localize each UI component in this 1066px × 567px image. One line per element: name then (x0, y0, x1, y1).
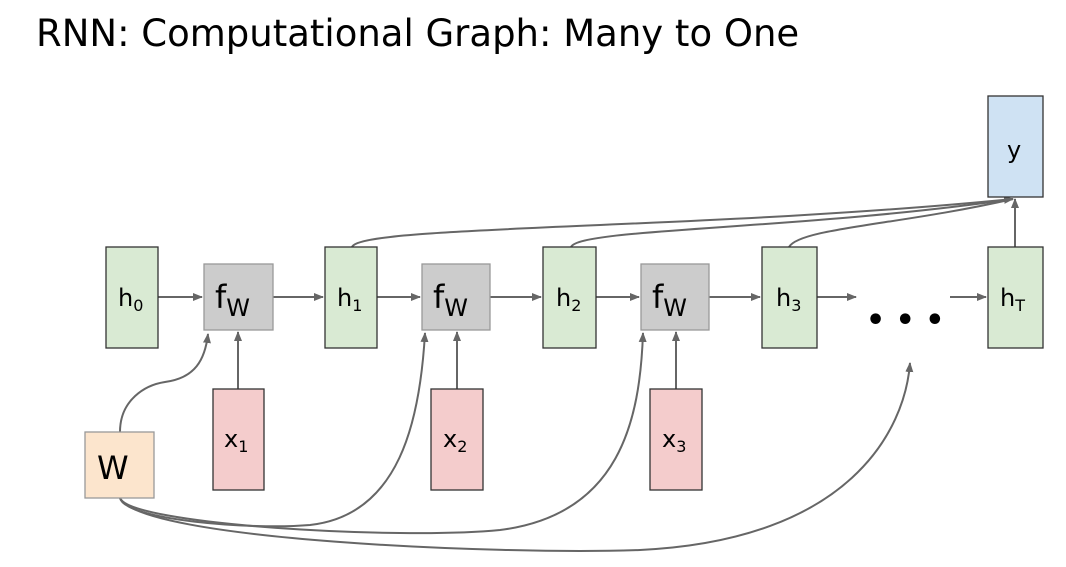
node-hT (987, 246, 1044, 349)
labels: h0 h1 h2 h3 hT y x1 x2 x3 W fW fW fW • •… (97, 136, 1025, 487)
node-h0 (105, 246, 159, 349)
svg-text:fW: fW (433, 278, 468, 322)
edge-h1-y (351, 195, 1014, 248)
svg-text:h2: h2 (556, 284, 581, 315)
node-x3 (649, 388, 703, 491)
node-f3 (640, 263, 710, 331)
svg-text:fW: fW (652, 278, 687, 322)
svg-text:hT: hT (1000, 284, 1025, 315)
edge-W-f2 (119, 332, 429, 528)
node-h3 (761, 246, 818, 349)
node-f1 (203, 263, 274, 331)
svg-text:x3: x3 (662, 425, 686, 456)
node-h2 (542, 246, 597, 349)
svg-text:x1: x1 (224, 425, 248, 456)
svg-text:h1: h1 (337, 284, 362, 315)
node-h1 (324, 246, 378, 349)
edge-W-dots (119, 362, 914, 552)
node-x2 (430, 388, 484, 491)
node-x1 (212, 388, 265, 491)
svg-text:h0: h0 (118, 284, 143, 315)
svg-text:W: W (97, 449, 129, 487)
node-f2 (421, 263, 491, 331)
edge-W-f3 (119, 332, 647, 535)
edge-W-f1 (119, 333, 211, 433)
svg-text:y: y (1007, 136, 1021, 164)
svg-text:h3: h3 (776, 284, 801, 315)
svg-text:x2: x2 (443, 425, 467, 456)
ellipsis: • • • (866, 303, 944, 338)
page-title: RNN: Computational Graph: Many to One (36, 12, 800, 55)
edge-h2-y (570, 198, 1014, 248)
node-y (987, 95, 1044, 198)
edge-h3-y (788, 198, 1014, 248)
node-W (84, 431, 155, 499)
svg-text:fW: fW (215, 278, 250, 322)
